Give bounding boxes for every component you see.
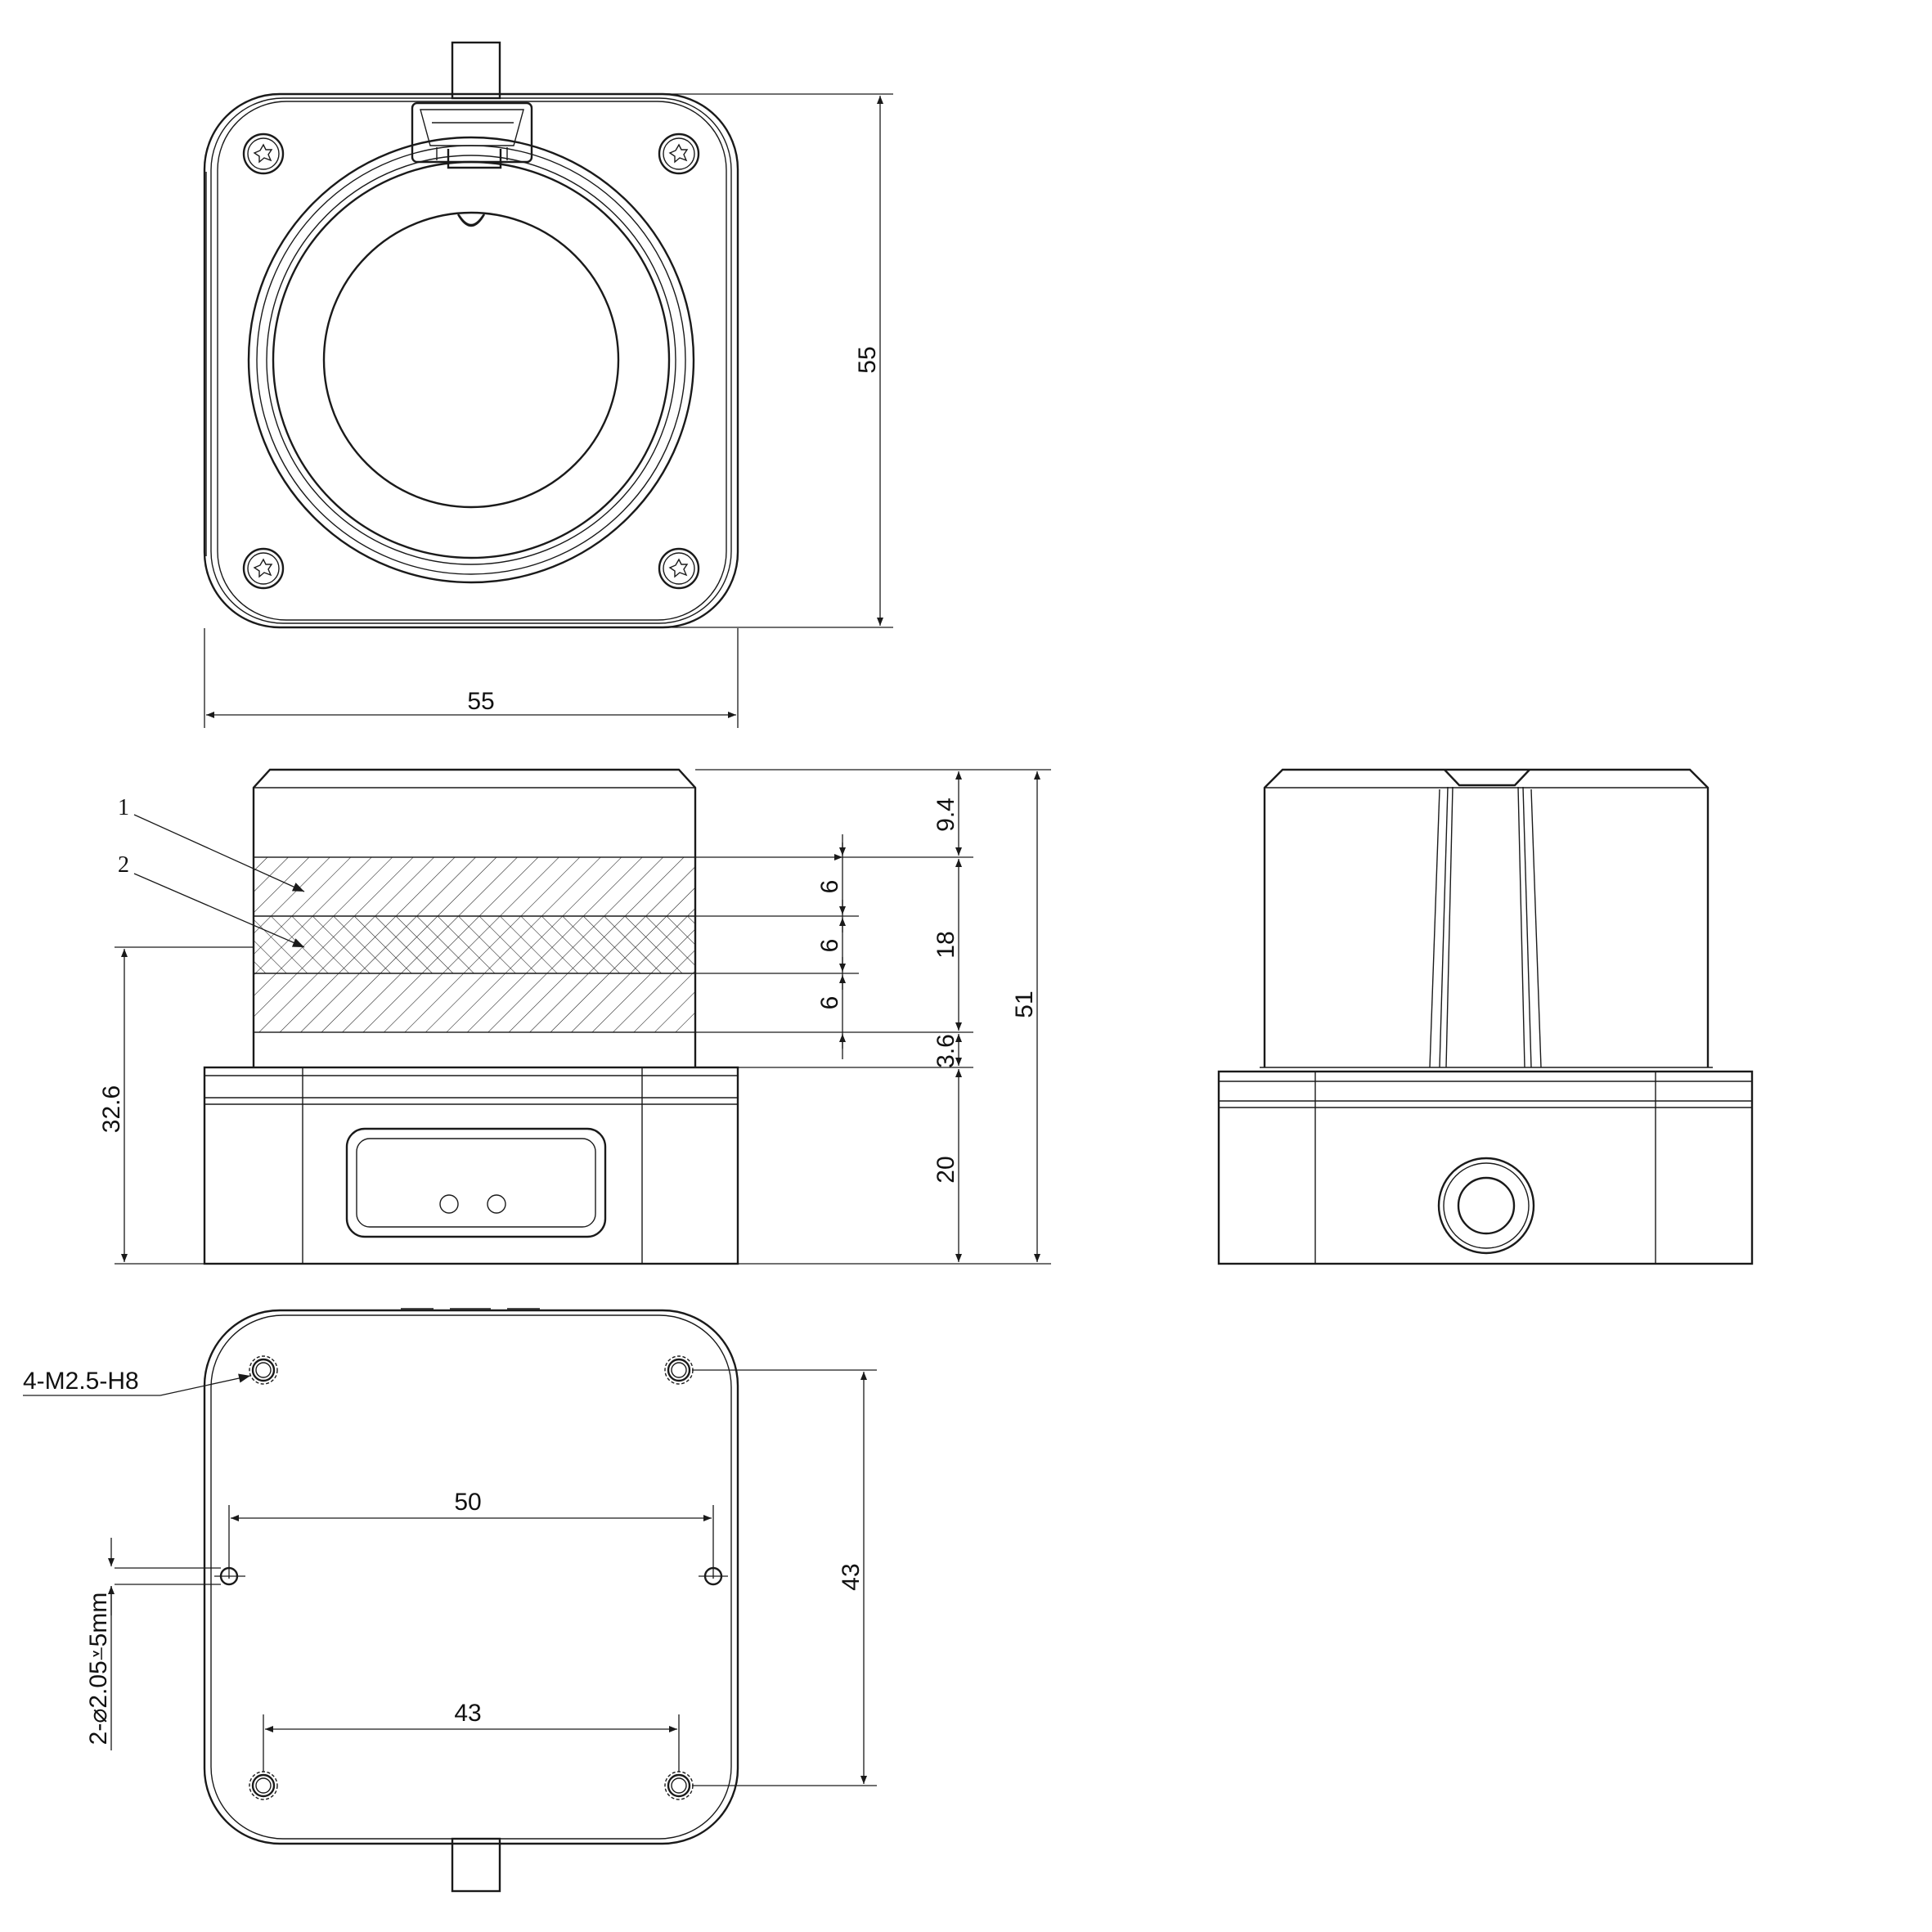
hole-note: 2-⌀2.05⩡5mm [85, 1593, 112, 1746]
top-width-dim: 55 [467, 688, 494, 715]
dim-base: 20 [932, 1156, 959, 1183]
thread-hole-top-right [663, 1355, 694, 1386]
bayonet-ring-outer [247, 136, 695, 584]
base-housing [203, 1066, 739, 1265]
top-height-dim: 55 [854, 346, 881, 373]
cable-stub-bottom [451, 1837, 501, 1893]
cable-stub-top [451, 41, 501, 100]
indicator-led-1 [439, 1194, 459, 1214]
indicator-led-2 [487, 1194, 506, 1214]
side-view [1217, 768, 1754, 1265]
top-view-outer-body [203, 92, 739, 629]
thread-note: 4-M2.5-H8 [23, 1368, 139, 1395]
front-view: 1 2 6 6 6 9.4 18 3.6 20 5 [98, 768, 1051, 1265]
dim-band-2: 6 [816, 939, 843, 953]
screw-bottom-left [242, 547, 285, 590]
thread-spacing-y-dim: 43 [838, 1563, 865, 1590]
bottom-outer-body [203, 1309, 739, 1845]
dim-overall: 51 [1011, 991, 1038, 1018]
callout-1: 1 [118, 795, 129, 820]
cable-port-outer [1437, 1157, 1535, 1255]
connector-window [345, 1127, 607, 1238]
hole-spacing-dim: 50 [454, 1489, 481, 1516]
dim-base-gap: 3.6 [932, 1034, 959, 1068]
key-notch [411, 101, 533, 164]
dim-band-total: 18 [932, 931, 959, 958]
top-view-inner-body [217, 101, 727, 621]
cable-port-inner [1457, 1176, 1516, 1235]
bottom-view: 4-M2.5-H8 50 43 43 2-⌀2.05⩡5mm [23, 1308, 877, 1893]
thread-spacing-x-dim: 43 [454, 1700, 481, 1727]
dim-top-cap: 9.4 [932, 798, 959, 832]
dim-band-center: 32.6 [98, 1085, 125, 1133]
screw-bottom-right [658, 547, 700, 590]
dim-band-3: 6 [816, 996, 843, 1010]
screw-top-left [242, 133, 285, 175]
side-upper-housing [1263, 768, 1710, 1067]
screw-top-right [658, 133, 700, 175]
side-base-housing [1217, 1070, 1754, 1265]
top-view: 55 55 [203, 41, 893, 728]
thread-hole-bottom-left [248, 1770, 279, 1801]
dim-band-1: 6 [816, 880, 843, 894]
callout-2: 2 [118, 852, 129, 878]
lens-window [322, 211, 620, 509]
thread-hole-top-left [248, 1355, 279, 1386]
upper-housing [252, 768, 697, 1067]
thread-hole-bottom-right [663, 1770, 694, 1801]
